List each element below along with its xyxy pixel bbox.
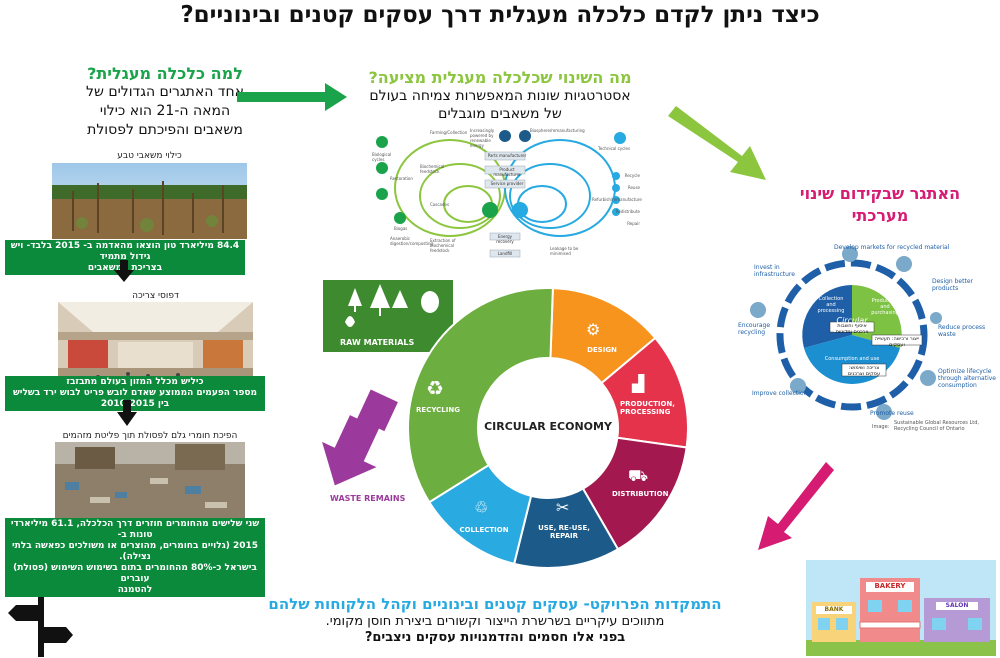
factory-icon: ▟ <box>632 374 645 393</box>
systemic-challenge-line-2: מערכתי <box>851 206 909 225</box>
wrench-icon: ✂ <box>556 498 570 517</box>
lime-arrow-down-right <box>668 106 766 180</box>
seg-production-label: PRODUCTION, PROCESSING <box>620 400 675 416</box>
waste-fact-line-3: בישראל כ-80% מהחומרים בתום בשימוש השימוש… <box>13 563 257 584</box>
why-circular-heading: למה כלכלה מעגלית? <box>87 64 243 83</box>
rc-label-credit: Sustainable Global Resources Ltd, Recycl… <box>894 420 979 432</box>
seg-recycling-label: RECYCLING <box>416 406 460 414</box>
bf-label-biosphere: Biosphere/remanufacturing <box>530 128 585 133</box>
rc-label-reuse: Promote reuse <box>870 410 914 417</box>
circular-change-line-1: אסטרטגיות שונות המאפשרות צמיחה בעולם <box>369 88 631 104</box>
rc-label-consumption: Consumption and use <box>824 356 880 362</box>
waste-fact-line-4: להטמנה <box>117 585 153 595</box>
rc-tag-consumption: צריכה ושימוש: עסקים וצרכנים <box>847 365 881 377</box>
design-icon: ⚙ <box>586 320 601 339</box>
project-focus-section: התמקדות הפרויקט- עסקים קטנים ובינוניים ו… <box>180 595 810 645</box>
bf-label-parts: Parts manufacturer <box>487 153 527 158</box>
raw-materials-label: RAW MATERIALS <box>340 338 415 347</box>
recycling-cycle-diagram: Develop markets for recycled material De… <box>722 240 998 436</box>
rc-label-collect-process: Collection and processing <box>817 296 845 314</box>
rc-label-markets: Develop markets for recycled material <box>834 244 950 251</box>
photo2-caption: דפוסי צריכה <box>132 291 179 301</box>
why-circular-line-2: המאה ה-21 הוא כילוי <box>99 103 231 119</box>
green-arrow-right <box>237 83 347 111</box>
waste-fact-band: שני שלישים מהחומרים חוזרים דרך הכלכלה, 6… <box>5 518 265 597</box>
why-circular-section: למה כלכלה מעגלית? אחד האתגרים הגדולים של… <box>40 64 290 140</box>
rc-label-optimize: Optimize lifecycle through alternative c… <box>938 368 996 389</box>
bf-label-digestion: Anaerobic digestion/composting <box>390 236 434 246</box>
bf-label-farming: Farming/Collection <box>430 130 468 135</box>
bf-label-technical: Technical cycles <box>598 146 631 151</box>
bakery-sign: BAKERY <box>874 582 906 590</box>
why-circular-line-1: אחד האתגרים הגדולים של <box>86 84 244 100</box>
bank-sign: BANK <box>824 606 844 613</box>
bf-label-reuse: Reuse <box>627 185 640 190</box>
rc-label-reduce: Reduce process waste <box>938 324 986 338</box>
bf-label-cascades: Cascades <box>430 202 450 207</box>
waste-fact-line-1: שני שלישים מהחומרים חוזרים דרך הכלכלה, 6… <box>10 519 260 540</box>
rc-label-design: Design better products <box>932 278 973 292</box>
shops-illustration: BAKERY BANK SALON <box>806 560 996 656</box>
bf-label-biogas: Biogas <box>394 226 408 231</box>
wheel-center-label: CIRCULAR ECONOMY <box>484 420 612 433</box>
photo3-caption: הפיכת חומרי גלם לפסולת תוך פליטת מזהמים <box>62 431 238 441</box>
bf-label-extraction: Extraction of biochemical feedstock <box>430 238 456 253</box>
salon-sign: SALON <box>945 602 969 609</box>
down-arrow-1 <box>114 260 134 282</box>
bf-label-energy: Energy recovery <box>496 234 514 244</box>
rc-label-production: Production and purchasing <box>871 298 899 316</box>
rc-tag-production: ייצור ורכישה: תעשייה ועסקים <box>874 336 920 348</box>
shopping-mall-photo <box>58 302 253 386</box>
bf-label-restoration: Restoration <box>390 176 413 181</box>
bf-label-leakage: Leakage to be minimised <box>550 246 579 256</box>
bf-label-repair: Repair <box>627 221 640 226</box>
rc-label-collection: Improve collection <box>752 390 808 397</box>
seg-collection-label: COLLECTION <box>459 526 509 534</box>
page-title: כיצד ניתן לקדם כלכלה מעגלית דרך עסקים קט… <box>180 2 820 28</box>
rc-label-image: Image: <box>872 424 890 430</box>
deforestation-photo <box>52 163 247 239</box>
bf-label-landfill: Landfill <box>497 251 513 256</box>
rc-label-center: Circular Economy <box>833 316 871 334</box>
bf-label-bio: Biological cycles <box>372 152 392 162</box>
recycle-icon: ♻ <box>426 376 444 400</box>
bf-label-product: Product manufacturer <box>493 167 521 177</box>
circular-change-section: מה השינוי שכלכלה מעגלית מציעה? אסטרטגיות… <box>355 68 645 123</box>
consumption-fact-line-1: כיליש מכלל המזון בעולם מתבזבז <box>66 377 204 387</box>
seg-use-label: USE, RE-USE, REPAIR <box>538 524 590 540</box>
bf-label-feedstock: Biochemical feedstock <box>420 164 445 174</box>
bf-label-refurbish: Refurbish/remanufacture <box>592 197 642 202</box>
down-arrow-2 <box>117 400 137 426</box>
photo1-caption: כילוי משאבי טבע <box>117 151 182 161</box>
project-focus-heading: התמקדות הפרויקט- עסקים קטנים ובינוניים ו… <box>268 595 722 613</box>
bf-label-redistribute: Redistribute <box>615 209 640 214</box>
circular-change-line-2: של משאבים מוגבלים <box>438 106 562 122</box>
seg-design-label: DESIGN <box>587 346 617 354</box>
systemic-challenge-heading: האתגר שבקידום שינוי מערכתי <box>795 183 965 227</box>
bin-icon: ♲ <box>474 498 489 517</box>
cart-icon: ⛟ <box>628 466 649 485</box>
why-circular-line-3: משאבים והפיכתם לפסולת <box>87 122 243 138</box>
project-focus-body: מתווכים עיקריים בשרשרת הייצור וקשורים בי… <box>325 614 665 629</box>
seg-distribution-label: DISTRIBUTION <box>612 490 669 498</box>
rc-label-recycling: Encourage recycling <box>738 322 771 336</box>
landfill-photo <box>55 442 245 518</box>
circular-economy-wheel: RAW MATERIALS WASTE REMAINS CIRCULAR ECO… <box>320 280 690 580</box>
bf-label-service: Service provider <box>490 181 524 186</box>
circular-change-heading: מה השינוי שכלכלה מעגלית מציעה? <box>368 68 632 87</box>
butterfly-diagram: Biological cycles Farming/Collection Inc… <box>370 128 642 276</box>
bf-label-renewable: Increasingly powered by renewable energy <box>470 128 495 148</box>
project-focus-question: בפני אלו חסמים והזדמנויות עסקים ניצבים? <box>364 630 626 645</box>
bf-label-recycle: Recycle <box>624 173 640 178</box>
rc-tag-collection: איסוף וחשבות צרכנים ומדיניות <box>835 323 869 335</box>
waste-fact-line-2: 2015 (גלויים בחומרים, מהוצרים או משולכים… <box>11 541 259 562</box>
signpost-icon <box>8 597 73 657</box>
resource-fact-line-1: 84.4 מיליארד טון הוצאו מהאדמה ב- 2015 בל… <box>10 241 240 262</box>
rc-label-infrastructure: Invest in infrastructure <box>754 264 795 278</box>
waste-remains-label: WASTE REMAINS <box>330 494 406 503</box>
pink-arrow-down-left <box>758 462 834 550</box>
systemic-challenge-line-1: האתגר שבקידום שינוי <box>799 184 961 203</box>
